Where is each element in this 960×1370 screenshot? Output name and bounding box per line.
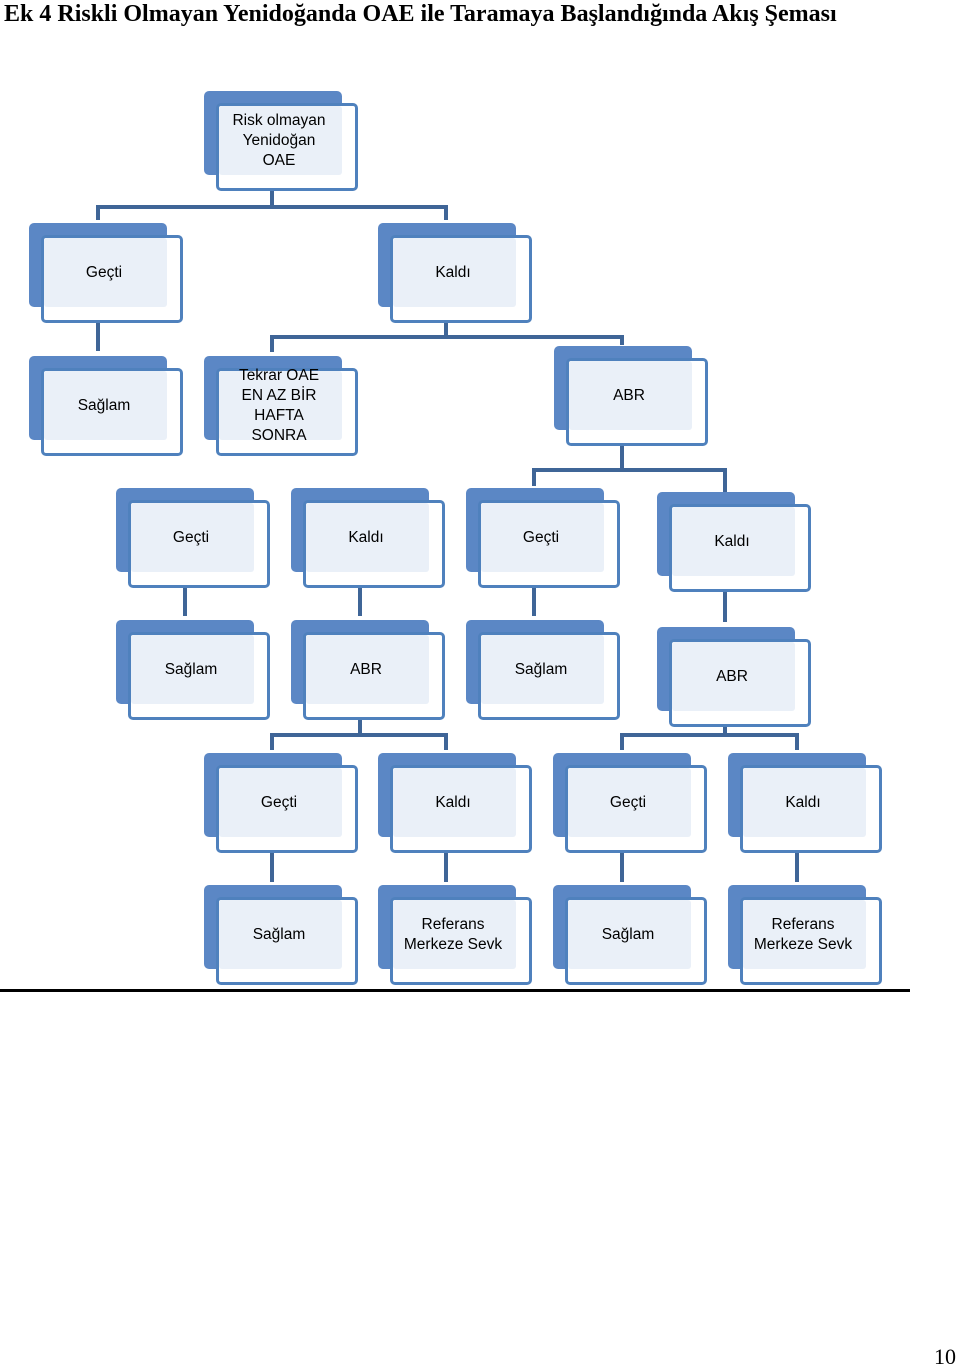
node-line: OAE <box>262 152 296 169</box>
node-line: Sağlam <box>77 397 131 414</box>
node-line: ABR <box>613 387 645 404</box>
node-line: Geçti <box>172 529 210 546</box>
node-line: SONRA <box>251 427 307 444</box>
node-line: Kaldı <box>348 529 384 546</box>
node-line: Sağlam <box>164 661 218 678</box>
connector-lines <box>96 191 799 882</box>
node-line: Geçti <box>260 794 298 811</box>
node-line: Risk olmayan <box>232 112 326 129</box>
node-line: Merkeze Sevk <box>403 936 503 953</box>
node-line: Sağlam <box>252 926 306 943</box>
node-line: Geçti <box>609 794 647 811</box>
node-line: ABR <box>716 668 748 685</box>
page-number: 10 <box>934 1344 956 1369</box>
node-line: ABR <box>350 661 382 678</box>
node-line: Tekrar OAE <box>238 367 320 384</box>
node-line: Geçti <box>522 529 560 546</box>
node-line: Kaldı <box>785 794 821 811</box>
node-line: Kaldı <box>435 794 471 811</box>
node-line: EN AZ BİR HAFTA <box>241 387 317 424</box>
node-line: Referans <box>771 916 835 933</box>
node-line: Merkeze Sevk <box>753 936 853 953</box>
bottom-rule <box>0 989 910 992</box>
node-line: Kaldı <box>435 264 471 281</box>
page-title: Ek 4 Riskli Olmayan Yenidoğanda OAE ile … <box>4 1 837 27</box>
node-line: Yenidoğan <box>242 132 316 149</box>
node-line: Kaldı <box>714 533 750 550</box>
node-line: Sağlam <box>514 661 568 678</box>
node-line: Sağlam <box>601 926 655 943</box>
node-line: Geçti <box>85 264 123 281</box>
node-line: Referans <box>421 916 485 933</box>
